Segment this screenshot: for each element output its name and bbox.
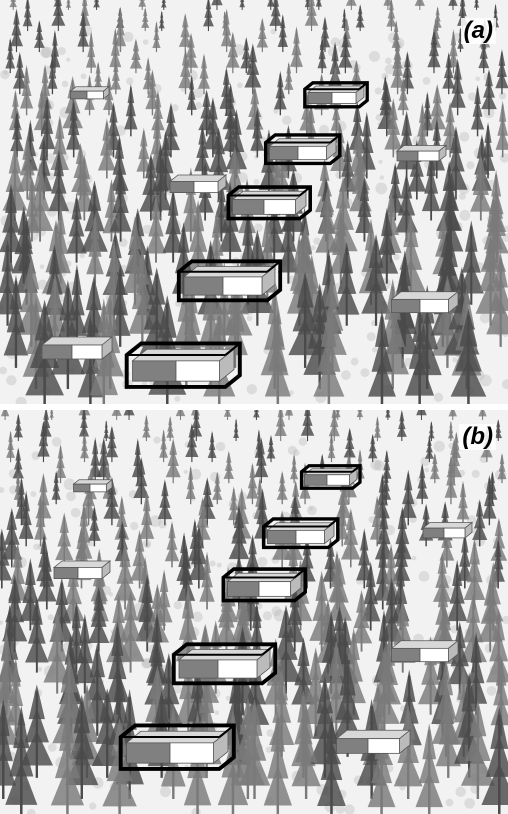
highlighted-box-marker (303, 81, 369, 109)
box-marker (390, 290, 460, 314)
highlighted-box-marker (261, 517, 340, 550)
box-marker (421, 521, 474, 539)
forest-scene-b (0, 410, 508, 814)
box-marker (390, 639, 460, 663)
box-marker (52, 560, 112, 580)
panel-label-a: (a) (460, 18, 496, 44)
highlighted-box-marker (226, 185, 312, 221)
forest-panel-a: (a) (0, 0, 508, 404)
highlighted-box-marker (221, 567, 307, 603)
panel-label-b: (b) (459, 424, 496, 450)
highlighted-box-marker (263, 133, 342, 166)
box-marker (335, 729, 412, 755)
highlighted-box-marker (171, 642, 278, 686)
highlighted-box-marker (118, 723, 236, 771)
forest-panel-b: (b) (0, 410, 508, 814)
highlighted-box-marker (299, 464, 362, 490)
box-marker (40, 336, 114, 360)
box-marker (72, 478, 114, 493)
box-marker (168, 174, 228, 194)
forest-scene-a (0, 0, 508, 404)
highlighted-box-marker (124, 341, 242, 389)
box-marker (69, 85, 111, 100)
box-marker (395, 144, 448, 162)
highlighted-box-marker (176, 259, 283, 303)
